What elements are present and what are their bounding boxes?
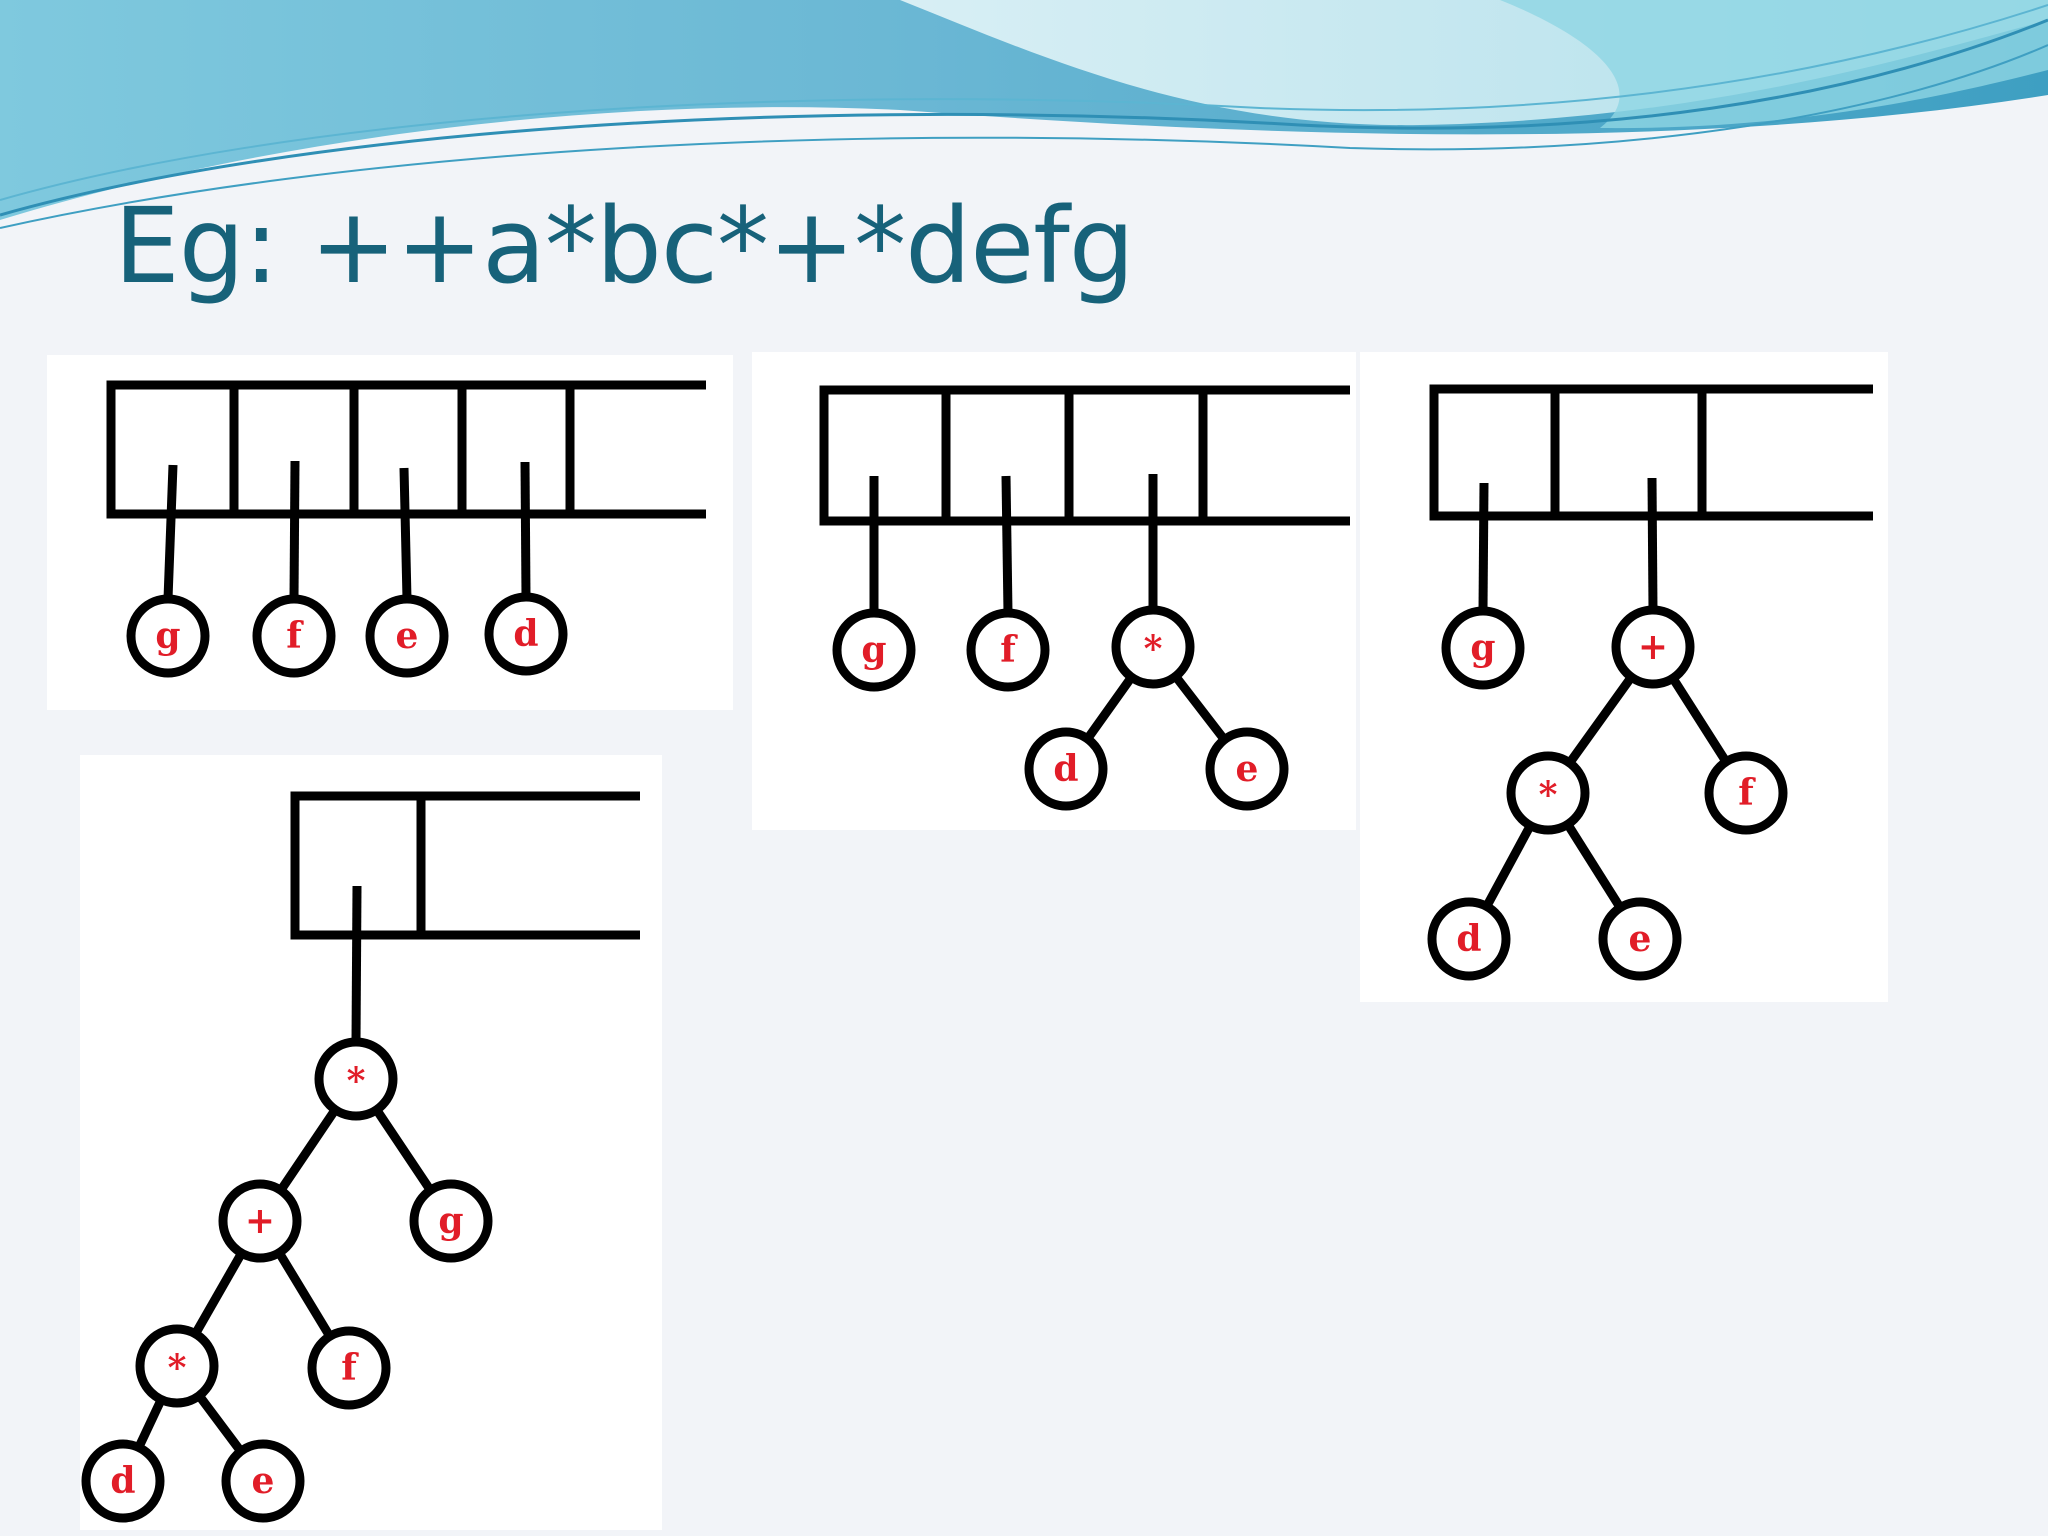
tree-node-f: f [307,1326,391,1410]
tree-node-m2: * [314,1037,398,1121]
snapshot-step2: g f * d e [819,385,1350,811]
tree-node-e: e [365,594,449,678]
tree-edge-m1-e [1172,673,1228,743]
node-label: + [1638,626,1668,668]
stack-pointer-g [1478,482,1489,612]
tree-edge-m1-d [1083,674,1136,742]
tree-node-e: e [1205,727,1289,811]
node-circle [484,592,568,676]
slide-title: Eg: ++a*bc*+*defg [114,185,1135,307]
tree-node-g: g [409,1179,493,1263]
node-circle [314,1037,398,1121]
panel-step3 [1360,352,1888,1002]
node-circle [1427,897,1511,981]
tree-edge-p1-m1 [191,1250,246,1337]
stack-pointer-f [289,460,300,600]
stack-pointer-f [1001,475,1013,614]
node-circle [1205,727,1289,811]
tree-node-g: g [832,608,916,692]
tree-node-m1: * [135,1324,219,1408]
node-label: f [286,615,304,657]
node-label: + [245,1200,275,1242]
node-label: d [1053,748,1078,790]
tree-node-g: g [1441,606,1525,690]
node-label: d [1456,918,1481,960]
tree-edge-m1-e [1563,821,1625,911]
node-label: g [155,615,180,657]
tree-node-p1: + [1611,605,1695,689]
tree-node-d: d [81,1439,165,1523]
tree-node-g: g [126,594,210,678]
node-circle [966,608,1050,692]
node-circle [135,1324,219,1408]
tree-edge-m1-e [195,1392,245,1455]
stack-pointer-m2 [351,885,362,1043]
node-label: * [1144,628,1163,670]
tree-node-d: d [1427,897,1511,981]
tree-node-f: f [966,608,1050,692]
tree-node-p1: + [218,1179,302,1263]
banner-wave-line-1 [0,18,2048,217]
banner-wave-mid [1500,0,2048,129]
banner-wave-line-2 [0,44,2048,229]
node-label: g [861,629,886,671]
tree-edge-m1-d [134,1397,166,1450]
snapshot-step3: g + * f d e [1427,384,1873,981]
node-circle [1506,751,1590,835]
node-circle [1598,897,1682,981]
node-label: f [1000,629,1018,671]
node-circle [126,594,210,678]
tree-node-d: d [484,592,568,676]
node-circle [832,608,916,692]
stack-pointer-d [520,461,531,598]
node-circle [81,1439,165,1523]
tree-edge-p1-m1 [1565,674,1636,766]
node-label: g [1470,627,1495,669]
banner-wave-line-3 [0,4,2048,201]
tree-edge-m1-d [1482,823,1535,909]
tree-edge-p1-f [1669,675,1730,765]
node-label: f [1738,772,1756,814]
node-label: e [396,615,419,657]
node-label: e [1629,918,1652,960]
snapshot-step4: * + g * f d e [81,791,640,1523]
node-label: d [110,1460,135,1502]
tree-node-f: f [252,594,336,678]
tree-node-d: d [1024,727,1108,811]
node-circle [1024,727,1108,811]
tree-edge-p1-f [275,1250,334,1339]
node-circle [307,1326,391,1410]
stack-pointer-g [163,464,178,600]
node-circle [218,1179,302,1263]
tree-edge-m2-g [372,1107,435,1193]
node-label: e [252,1460,275,1502]
tree-edge-m2-p1 [276,1107,340,1193]
node-circle [365,594,449,678]
node-circle [252,594,336,678]
node-label: f [341,1347,359,1389]
node-label: g [438,1200,463,1242]
node-circle [409,1179,493,1263]
node-circle [1441,606,1525,690]
decorative-wave-banner [0,0,2048,229]
stack-pointer-e [399,467,412,600]
tree-node-m1: * [1506,751,1590,835]
node-label: * [347,1060,366,1102]
tree-node-e: e [1598,897,1682,981]
node-circle [1704,751,1788,835]
tree-node-m1: * [1111,605,1195,689]
node-label: e [1236,748,1259,790]
tree-node-f: f [1704,751,1788,835]
tree-node-e: e [221,1439,305,1523]
node-circle [221,1439,305,1523]
node-label: * [1539,774,1558,816]
stack-pointer-p1 [1647,477,1658,611]
node-circle [1611,605,1695,689]
node-circle [1111,605,1195,689]
node-label: * [168,1347,187,1389]
node-label: d [513,613,538,655]
